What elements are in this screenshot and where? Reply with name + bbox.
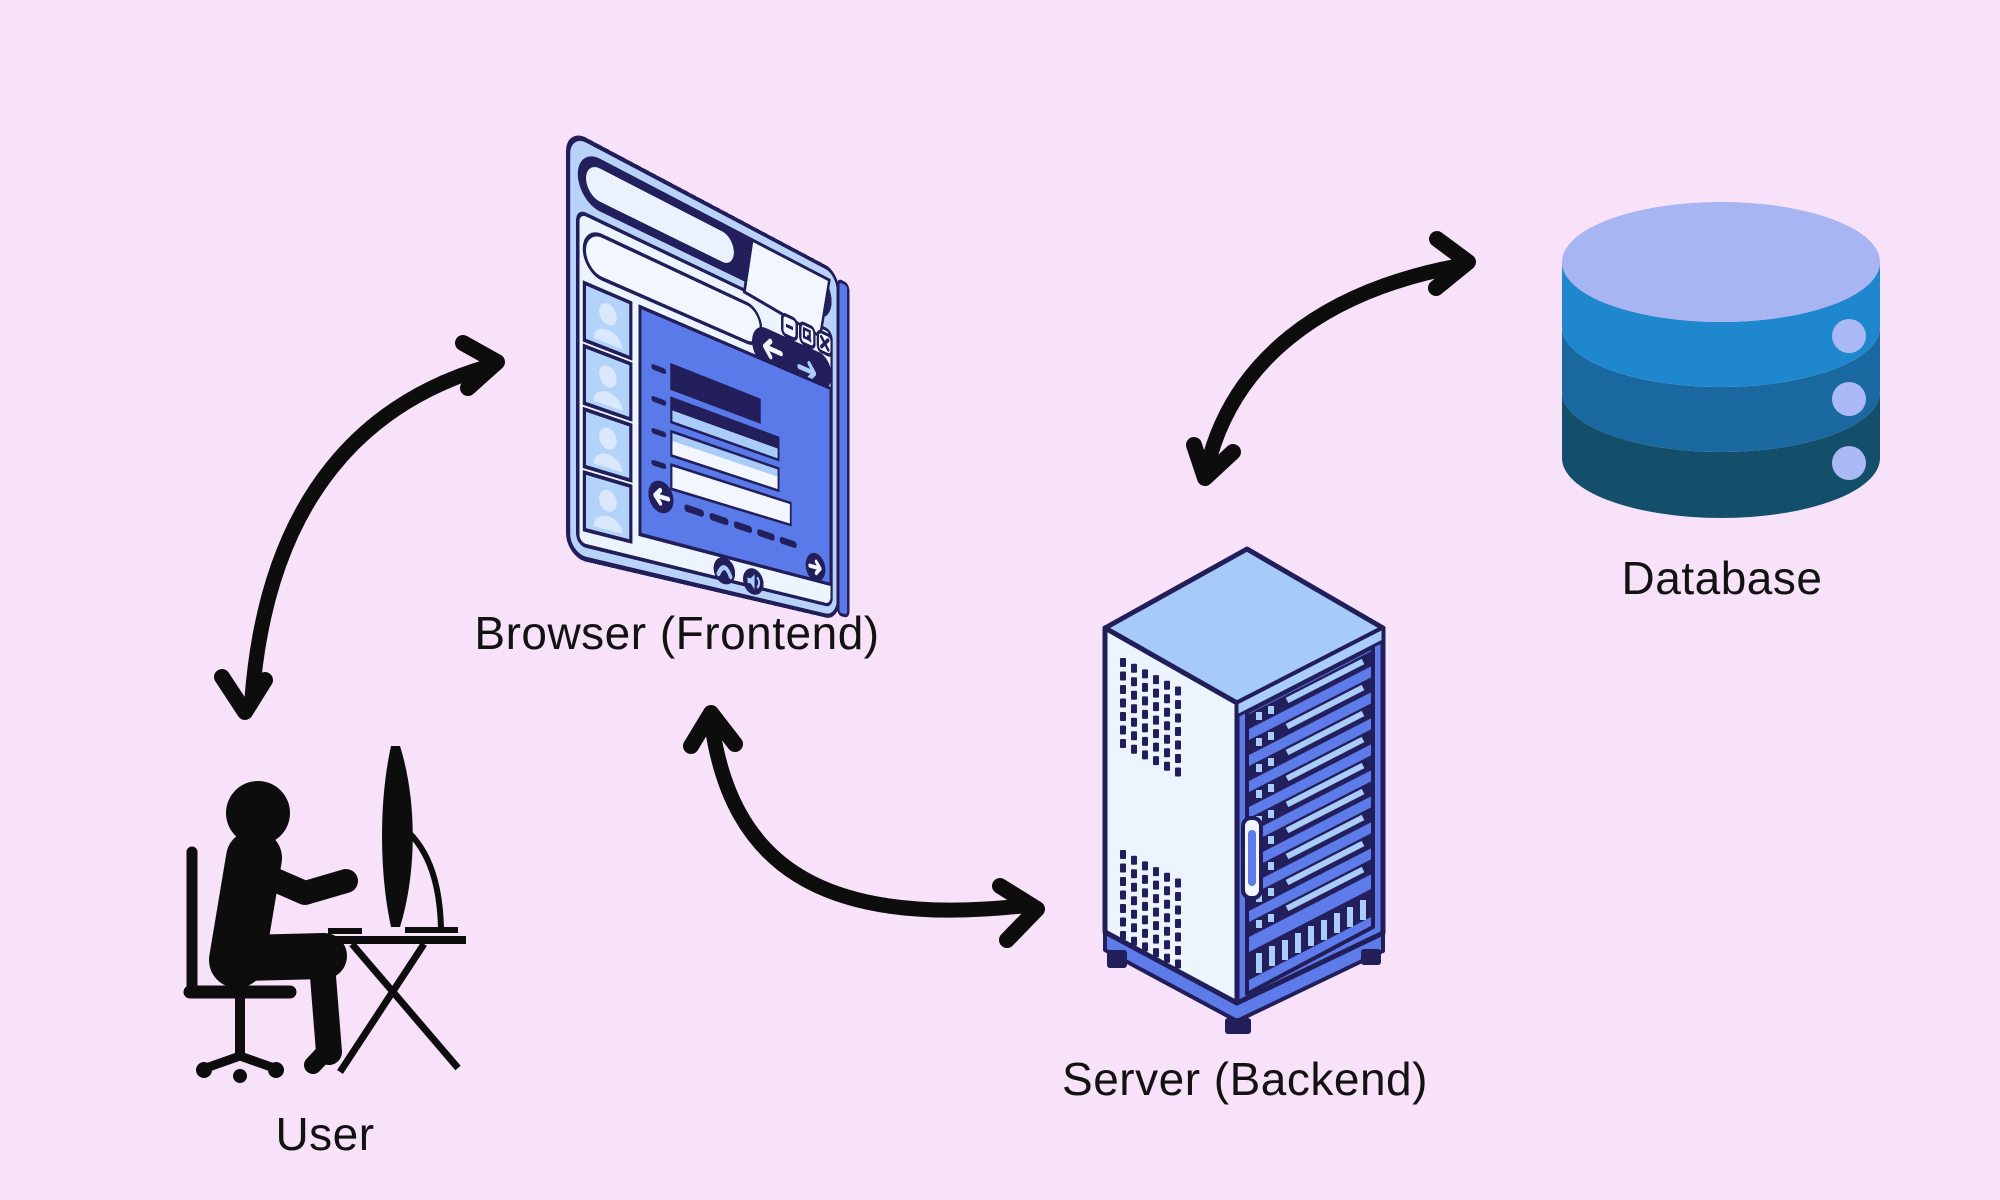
user-icon [183, 746, 466, 1083]
arrow-browser-server [683, 705, 1045, 948]
database-label: Database [1621, 552, 1823, 604]
database-top [1562, 202, 1880, 322]
database-icon [1562, 202, 1880, 518]
address-bar [584, 228, 761, 349]
user-label: User [275, 1108, 375, 1160]
server-label: Server (Backend) [1062, 1053, 1428, 1105]
user-head [226, 781, 290, 845]
monitor [382, 746, 413, 927]
browser-icon [566, 127, 852, 624]
server-icon [1102, 546, 1386, 1034]
arrow-user-browser [214, 335, 505, 720]
arrow-server-database [1186, 231, 1476, 486]
avatar-sidebar [584, 283, 630, 542]
desk [316, 936, 466, 944]
keyboard [328, 928, 362, 934]
browser-label: Browser (Frontend) [474, 607, 880, 659]
